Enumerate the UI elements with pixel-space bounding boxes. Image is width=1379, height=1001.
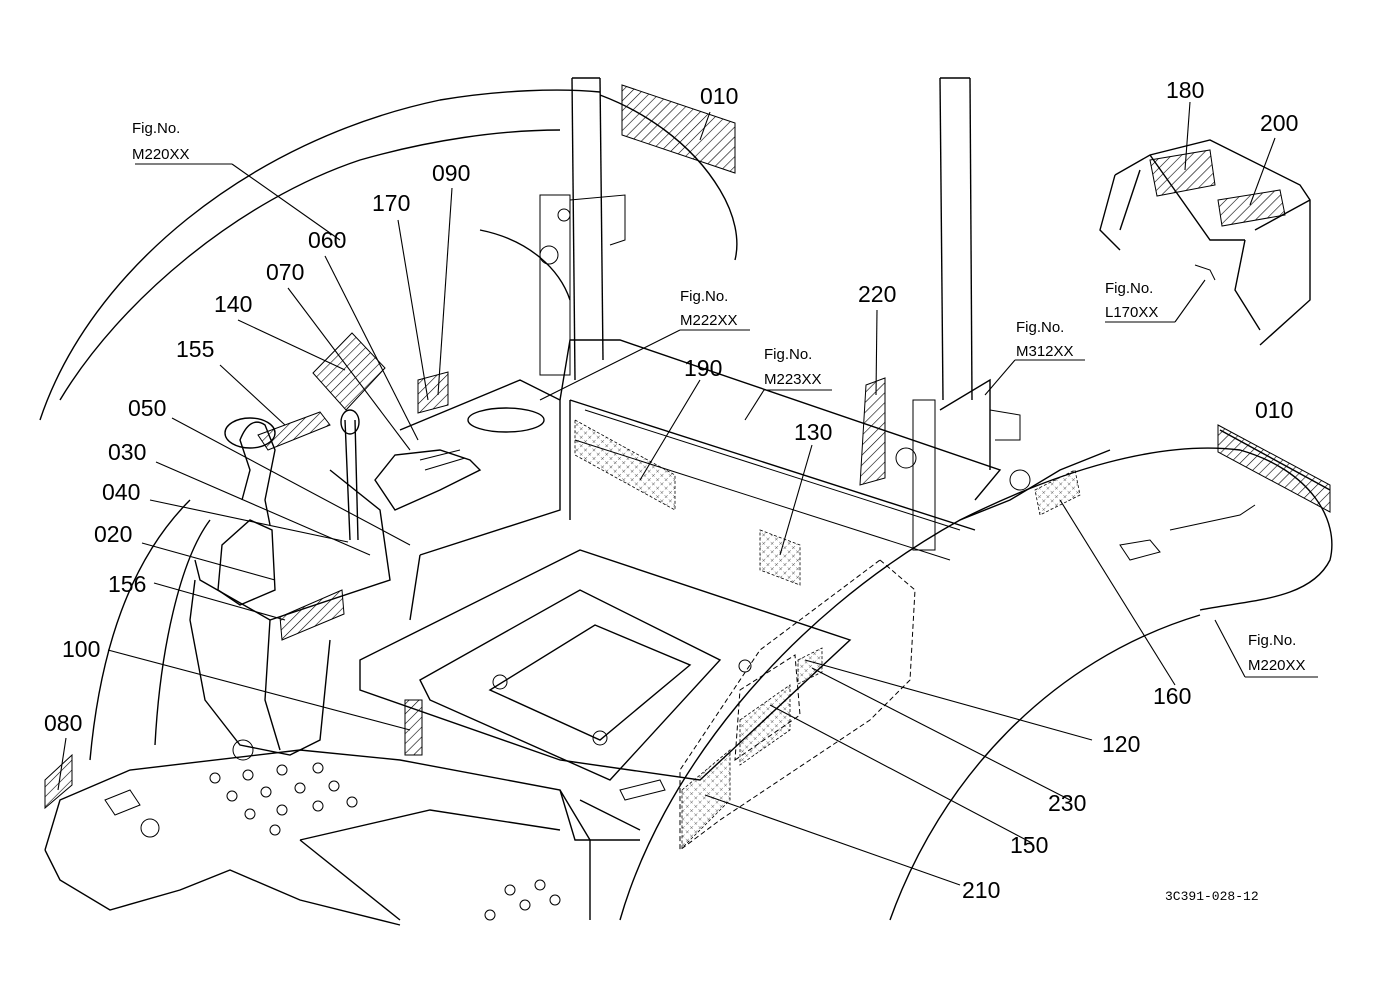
decal-230 bbox=[797, 647, 823, 685]
decal-010-right bbox=[1217, 424, 1331, 513]
callout-210: 210 bbox=[962, 877, 1000, 903]
callout-050: 050 bbox=[128, 395, 166, 421]
callout-labels: 010 090 170 060 070 140 155 050 030 040 … bbox=[44, 77, 1298, 903]
fig-ref-title-m223: Fig.No. bbox=[764, 346, 812, 363]
callout-220: 220 bbox=[858, 281, 896, 307]
fig-ref-code-l170: L170XX bbox=[1105, 304, 1158, 321]
decal-010-top bbox=[621, 84, 736, 174]
callout-120: 120 bbox=[1102, 731, 1140, 757]
floor-mat-holes bbox=[209, 762, 561, 921]
decal-200 bbox=[1217, 189, 1286, 227]
figure-references: Fig.No. M220XX Fig.No. M222XX Fig.No. M2… bbox=[132, 120, 1306, 674]
callout-140: 140 bbox=[214, 291, 252, 317]
decal-090 bbox=[417, 371, 449, 414]
callout-180: 180 bbox=[1166, 77, 1204, 103]
callout-160: 160 bbox=[1153, 683, 1191, 709]
callout-080: 080 bbox=[44, 710, 82, 736]
fig-ref-code-m312: M312XX bbox=[1016, 343, 1074, 360]
decal-160 bbox=[1034, 469, 1081, 516]
callout-010a: 010 bbox=[700, 83, 738, 109]
fig-ref-code-m220-left: M220XX bbox=[132, 146, 190, 163]
decals bbox=[44, 84, 1331, 849]
leader-lines bbox=[57, 101, 1318, 886]
fig-ref-code-m222: M222XX bbox=[680, 312, 738, 329]
callout-100: 100 bbox=[62, 636, 100, 662]
decal-180 bbox=[1149, 149, 1216, 197]
decal-130 bbox=[759, 529, 801, 586]
callout-070: 070 bbox=[266, 259, 304, 285]
drawing-code: 3C391-028-12 bbox=[1165, 889, 1259, 904]
callout-155: 155 bbox=[176, 336, 214, 362]
callout-020: 020 bbox=[94, 521, 132, 547]
fig-ref-code-m220-right: M220XX bbox=[1248, 657, 1306, 674]
callout-156: 156 bbox=[108, 571, 146, 597]
callout-090: 090 bbox=[432, 160, 470, 186]
callout-130: 130 bbox=[794, 419, 832, 445]
callout-060: 060 bbox=[308, 227, 346, 253]
fig-ref-title-m220-left: Fig.No. bbox=[132, 120, 180, 137]
decal-156 bbox=[279, 589, 345, 641]
decal-220 bbox=[859, 377, 886, 486]
callout-200: 200 bbox=[1260, 110, 1298, 136]
decal-100 bbox=[404, 699, 423, 756]
decal-210 bbox=[681, 749, 731, 849]
callout-150: 150 bbox=[1010, 832, 1048, 858]
decal-150 bbox=[739, 684, 791, 766]
callout-030: 030 bbox=[108, 439, 146, 465]
fig-ref-title-m312: Fig.No. bbox=[1016, 319, 1064, 336]
fig-ref-title-m220-right: Fig.No. bbox=[1248, 632, 1296, 649]
callout-190: 190 bbox=[684, 355, 722, 381]
fig-ref-title-l170: Fig.No. bbox=[1105, 280, 1153, 297]
callout-170: 170 bbox=[372, 190, 410, 216]
fig-ref-title-m222: Fig.No. bbox=[680, 288, 728, 305]
decal-080 bbox=[44, 753, 73, 810]
callout-230: 230 bbox=[1048, 790, 1086, 816]
fig-ref-code-m223: M223XX bbox=[764, 371, 822, 388]
callout-010b: 010 bbox=[1255, 397, 1293, 423]
decal-190 bbox=[574, 419, 676, 511]
decal-140 bbox=[312, 332, 386, 411]
decal-155 bbox=[257, 411, 331, 451]
callout-040: 040 bbox=[102, 479, 140, 505]
